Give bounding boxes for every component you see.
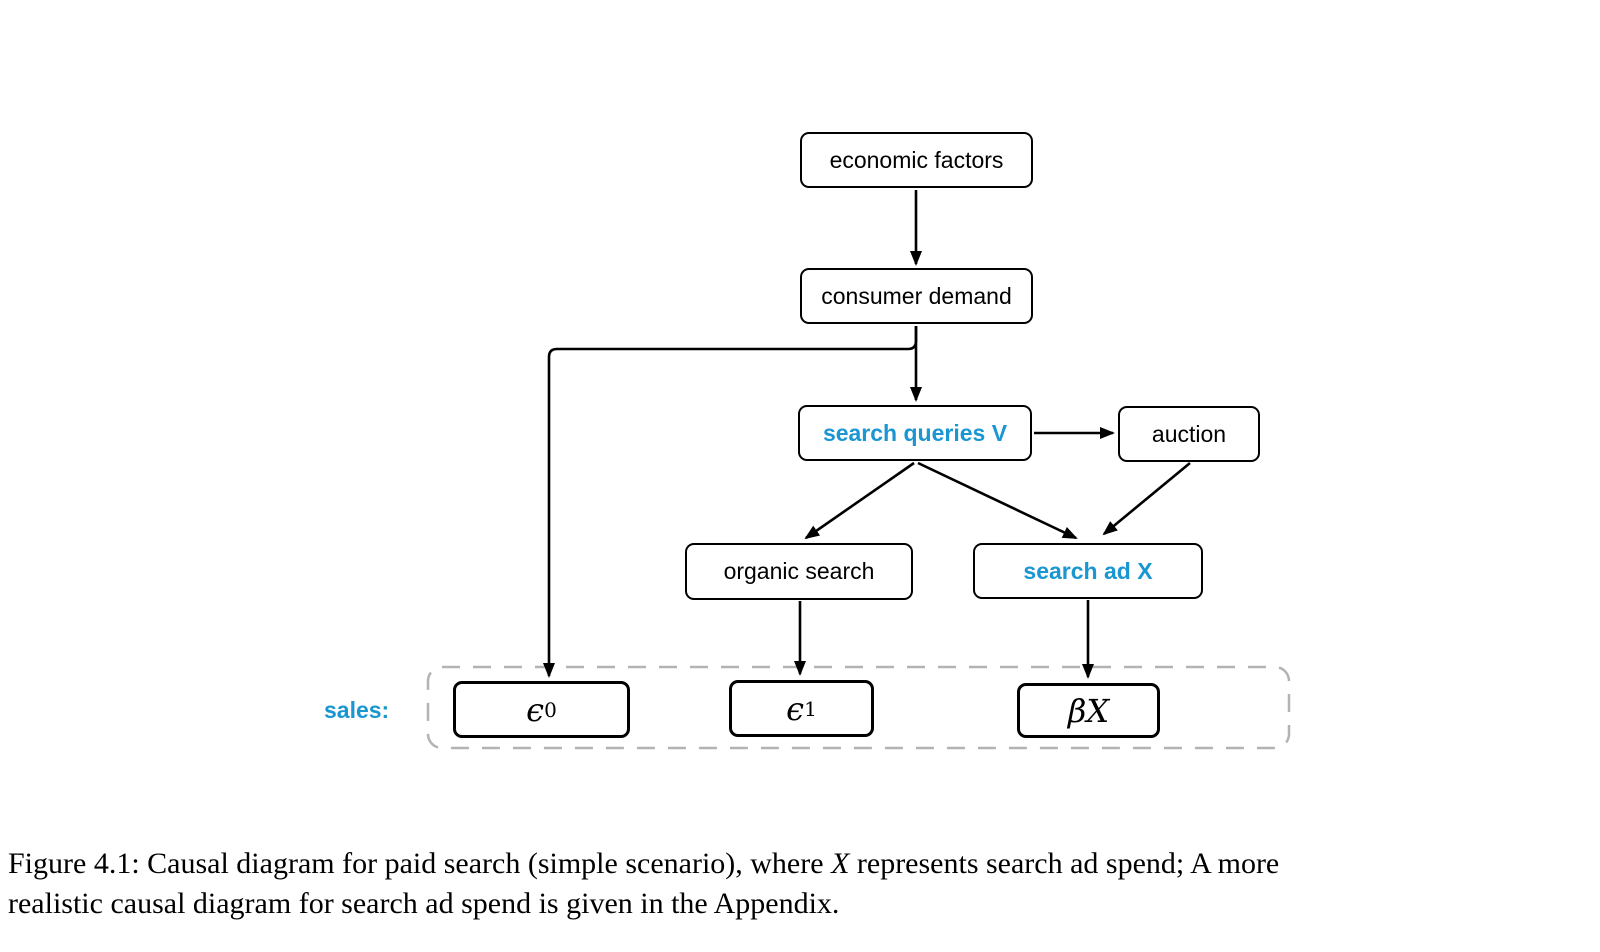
caption-line1-suffix: represents search ad spend; A more <box>849 847 1280 880</box>
node-search-ad: search ad X <box>973 543 1203 599</box>
node-beta-x: βX <box>1017 683 1160 738</box>
edge-queries-to-searchad <box>917 461 1078 540</box>
sales-group-label: sales: <box>324 697 390 723</box>
node-organic-search: organic search <box>685 543 913 600</box>
edge-demand-to-eps0 <box>543 326 918 678</box>
node-consumer-demand: consumer demand <box>800 268 1033 324</box>
caption-line2: realistic causal diagram for search ad s… <box>8 887 840 920</box>
edge-auction-to-searchad <box>1102 461 1191 536</box>
node-search-queries: search queries V <box>798 405 1032 461</box>
node-auction: auction <box>1118 406 1260 462</box>
caption-math-x: X <box>831 847 850 880</box>
caption-line1-prefix: Figure 4.1: Causal diagram for paid sear… <box>8 847 832 880</box>
node-economic-factors: economic factors <box>800 132 1033 188</box>
epsilon-0-base: ϵ <box>526 690 545 729</box>
sales-group-box <box>426 665 1291 750</box>
epsilon-1-base: ϵ <box>786 689 805 728</box>
edge-queries-to-organic <box>804 461 915 540</box>
figure-caption: Figure 4.1: Causal diagram for paid sear… <box>8 844 1592 924</box>
